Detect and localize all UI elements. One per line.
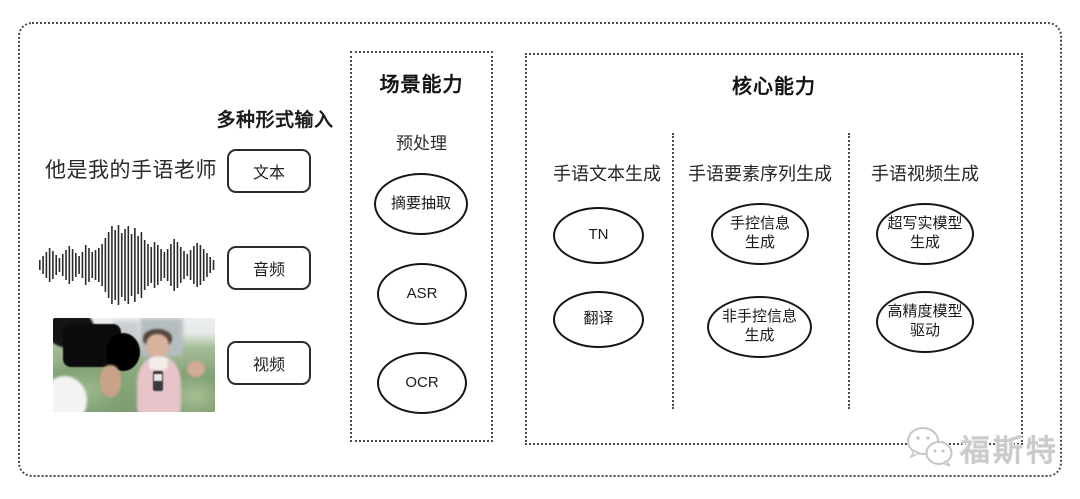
node-asr: ASR [377,263,467,325]
column-header-element-sequence-generation: 手语要素序列生成 [688,164,832,184]
watermark: 福斯特 [902,424,1059,472]
node-translation: 翻译 [553,291,644,348]
node-manual-info-generation: 手控信息 生成 [711,203,809,265]
scene-capability-box: 场景能力 预处理 [350,51,493,442]
column-divider [848,133,850,409]
input-type-audio-box: 音频 [227,246,311,290]
wechat-icon [907,427,953,467]
input-section-title: 多种形式输入 [216,110,334,131]
node-non-manual-info-generation: 非手控信息 生成 [707,296,812,358]
video-thumbnail [53,318,215,412]
watermark-label: 福斯特 [960,435,1059,468]
photo-reporter-head [146,333,169,358]
audio-waveform [39,225,215,305]
scene-capability-title: 场景能力 [379,74,464,96]
input-type-video-box: 视频 [227,341,311,385]
input-type-label: 文本 [252,165,285,182]
photo-microphone-label [154,374,163,381]
photo-reporter-collar [148,356,169,370]
input-type-label: 音频 [252,262,285,279]
photo-reporter-hand [187,361,206,378]
node-ocr: OCR [377,352,467,414]
preprocess-label: 预处理 [396,134,447,153]
example-sentence: 他是我的手语老师 [45,159,217,182]
column-divider [672,133,674,409]
node-hyperrealistic-model-generation: 超写实模型 生成 [876,203,974,265]
node-high-precision-model-driving: 高精度模型 驱动 [876,291,974,353]
core-capability-title: 核心能力 [732,76,816,98]
photo-camera-lens [106,333,141,371]
outer-dotted-border [18,22,1062,477]
column-header-text-generation: 手语文本生成 [553,164,661,184]
column-header-video-generation: 手语视频生成 [871,164,979,184]
input-type-text-box: 文本 [227,149,311,193]
photo-cameraman-arm [99,365,122,397]
input-type-label: 视频 [252,357,285,374]
node-summary-extraction: 摘要抽取 [374,173,468,235]
node-tn: TN [553,207,644,264]
core-capability-box: 核心能力 [525,53,1023,445]
